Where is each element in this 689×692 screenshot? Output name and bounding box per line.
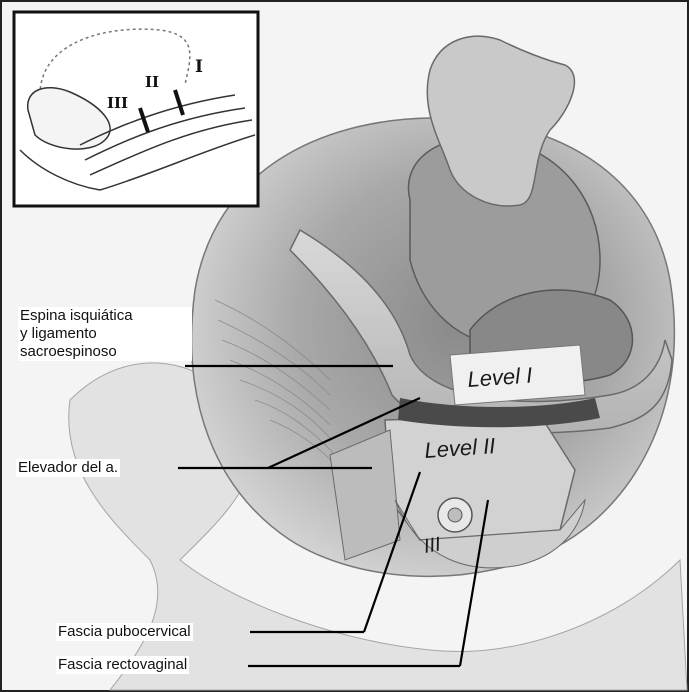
level-2-text: Level II bbox=[424, 433, 497, 463]
inset-marker-3: III bbox=[107, 94, 128, 112]
inset-marker-2: II bbox=[145, 73, 159, 91]
label-fascia-rectovaginal: Fascia rectovaginal bbox=[56, 656, 189, 674]
urethral-opening-inner bbox=[448, 508, 462, 522]
label-espina-isquiatica: Espina isquiática y ligamento sacroespin… bbox=[18, 307, 192, 361]
inset-marker-1: I bbox=[195, 57, 203, 77]
level-1-text: Level I bbox=[467, 363, 533, 392]
label-elevador: Elevador del a. bbox=[16, 459, 120, 477]
label-fascia-pubocervical: Fascia pubocervical bbox=[56, 623, 193, 641]
inset-sagittal-diagram: I II III bbox=[14, 12, 258, 206]
